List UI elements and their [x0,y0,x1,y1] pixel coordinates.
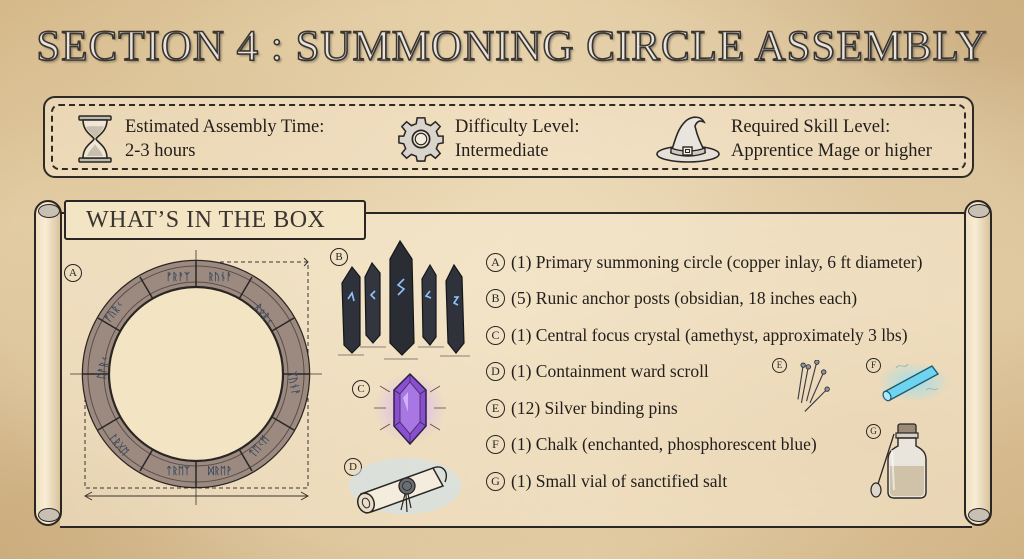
item-letter-d: D [486,362,505,382]
figure-label-g: G [866,424,881,439]
wizard-hat-icon [656,116,720,163]
silver-binding-pins-illustration [797,360,830,412]
info-assembly-time: Estimated Assembly Time: 2-3 hours [75,114,324,164]
scroll-roll-right [964,200,992,526]
list-item: B (5) Runic anchor posts (obsidian, 18 i… [486,281,922,318]
info-bar: Estimated Assembly Time: 2-3 hours Diffi… [43,96,974,178]
info-difficulty: Difficulty Level: Intermediate [397,114,580,164]
focus-crystal-illustration [374,372,446,446]
list-item: D (1) Containment ward scroll [486,354,922,391]
scroll-roll-left [34,200,62,526]
assembly-time-value: 2-3 hours [125,141,196,161]
difficulty-label: Difficulty Level: [455,117,580,137]
whats-in-the-box-banner: WHAT’S IN THE BOX [64,200,366,240]
figure-label-c: C [352,380,370,398]
difficulty-value: Intermediate [455,141,549,161]
item-letter-e: E [486,398,505,418]
svg-text:ᚠᚱᚨᛉ: ᚠᚱᚨᛉ [166,271,191,283]
gear-icon [398,117,444,162]
item-letter-a: A [486,252,505,272]
item-letter-b: B [486,289,505,309]
assembly-time-label: Estimated Assembly Time: [125,117,325,137]
figure-label-f: F [866,358,881,373]
list-item: E (12) Silver binding pins [486,390,922,427]
list-item: C (1) Central focus crystal (amethyst, a… [486,317,922,354]
hourglass-icon [78,115,112,163]
list-item: A (1) Primary summoning circle (copper i… [486,244,922,281]
svg-text:ᛈᚨᚱᚲ: ᛈᚨᚱᚲ [95,355,111,381]
figure-label-a: A [64,264,82,282]
figure-label-e: E [772,358,787,373]
summoning-circle-illustration: ᚠᚱᚨᛉ ᚱᚢᚾᚨ ᛒᛟᚱᚲ ᛉᚢᚾᚨ ᛏᛖᚲᛗ ᛞᚱᛖᚹ ᛏᚱᛖᛉ ᛚᚱᚷᛖ … [70,250,322,505]
list-item: G (1) Small vial of sanctified salt [486,463,922,500]
figure-label-b: B [330,248,348,266]
svg-text:ᛉᚢᚾᚨ: ᛉᚢᚾᚨ [286,371,302,397]
skill-level-value: Apprentice Mage or higher [731,141,932,161]
svg-text:ᚱᚢᚾᚨ: ᚱᚢᚾᚨ [208,271,232,283]
item-letter-g: G [486,471,505,491]
item-text: (1) Central focus crystal (amethyst, app… [511,324,908,345]
item-letter-c: C [486,325,505,345]
skill-level-label: Required Skill Level: [731,117,891,137]
enchanted-chalk-illustration [878,362,950,402]
item-letter-f: F [486,435,505,455]
page-title: SECTION 4 : SUMMONING CIRCLE ASSEMBLY [36,22,988,71]
list-item: F (1) Chalk (enchanted, phosphorescent b… [486,427,922,464]
figure-label-d: D [344,458,362,476]
svg-text:ᛏᚱᛖᛉ: ᛏᚱᛖᛉ [166,465,191,477]
item-text: (1) Primary summoning circle (copper inl… [511,251,923,272]
item-text: (1) Small vial of sanctified salt [511,470,728,491]
item-text: (1) Chalk (enchanted, phosphorescent blu… [511,434,817,455]
containment-ward-scroll-illustration [349,458,461,514]
svg-text:ᛞᚱᛖᚹ: ᛞᚱᛖᚹ [207,465,232,477]
box-contents-list: A (1) Primary summoning circle (copper i… [486,244,922,500]
info-bar-dashed-border [51,104,966,170]
item-text: (5) Runic anchor posts (obsidian, 18 inc… [511,288,858,309]
sanctified-salt-vial-illustration [870,423,927,499]
info-skill-level: Required Skill Level: Apprentice Mage or… [655,114,932,164]
item-text: (12) Silver binding pins [511,397,678,418]
runic-anchor-posts-illustration [338,239,470,360]
item-text: (1) Containment ward scroll [511,361,709,382]
